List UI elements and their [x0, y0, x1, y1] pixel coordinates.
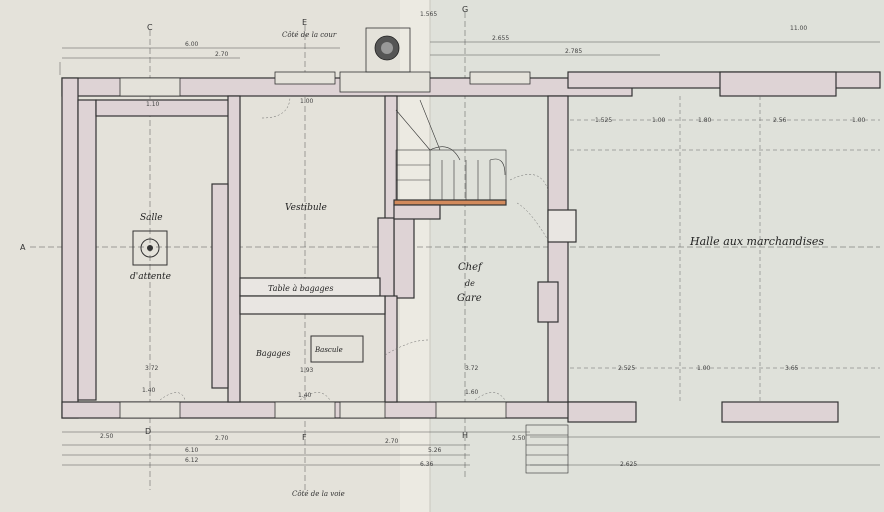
dim-top-6: 11.00: [790, 25, 807, 32]
dim-right-5: 1.00: [852, 117, 866, 124]
dim-inner-3: 3.72: [145, 365, 159, 372]
dim-top-4: 2.785: [565, 48, 582, 55]
waiting-room-label-2: d'attente: [130, 272, 171, 282]
door-swings: [159, 95, 549, 401]
axis-h-label: H: [462, 431, 468, 440]
bottom-dimension-lines: [62, 431, 880, 466]
right-dimension-lines: [570, 96, 880, 402]
courtyard-side-label: Côté de la cour: [282, 31, 337, 39]
street-side-label: Côté de la voie: [292, 490, 345, 498]
station-master-label-2: de: [465, 279, 475, 288]
dim-inner-4: 1.40: [142, 387, 156, 394]
axis-g-label: G: [462, 5, 468, 14]
goods-hall-label: Halle aux marchandises: [689, 235, 824, 248]
dim-top-5: 1.565: [420, 11, 437, 18]
wall-openings: [119, 71, 531, 419]
dim-top-2: 2.70: [215, 51, 229, 58]
axis-e-label: E: [302, 18, 307, 27]
axis-a-label: A: [20, 243, 26, 252]
dim-top-3: 2.655: [492, 35, 509, 42]
staircase: [395, 99, 507, 201]
dim-right-2: 1.00: [652, 117, 666, 124]
waiting-room-label-1: Salle: [140, 213, 163, 223]
dim-bottom-1: 2.50: [100, 433, 114, 440]
dim-top-1: 6.00: [185, 41, 199, 48]
dim-right-9: 2.625: [620, 461, 637, 468]
axis-f-label: F: [302, 433, 307, 442]
dim-right-7: 1.00: [697, 365, 711, 372]
dim-inner-7: 1.93: [300, 367, 314, 374]
dim-inner-6: 3.72: [465, 365, 479, 372]
dim-bottom-2: 2.70: [215, 435, 229, 442]
dim-bottom-5: 5.26: [428, 447, 442, 454]
baggage-label: Bagages: [255, 349, 291, 358]
dim-bottom-7: 6.12: [185, 457, 199, 464]
station-master-label-3: Gare: [457, 293, 482, 304]
dim-right-3: 1.80: [698, 117, 712, 124]
dim-inner-2: 1.10: [146, 101, 160, 108]
dim-inner-8: 1.60: [465, 389, 479, 396]
dim-right-4: 2.56: [773, 117, 787, 124]
dim-right-6: 2.525: [618, 365, 635, 372]
scale-platform: [310, 335, 364, 363]
dim-bottom-8: 6.36: [420, 461, 434, 468]
dim-bottom-4: 2.50: [512, 435, 526, 442]
dim-right-8: 3.65: [785, 365, 799, 372]
top-dimension-lines: [59, 41, 880, 75]
vestibule-label: Vestibule: [285, 203, 327, 213]
dim-bottom-3: 2.70: [385, 438, 399, 445]
stove-symbol: [132, 230, 168, 266]
scale-label: Bascule: [314, 346, 343, 354]
dim-inner-1: 1.00: [300, 98, 314, 105]
axis-c-label: C: [147, 23, 153, 32]
dim-right-1: 1.525: [595, 117, 612, 124]
axis-d-label: D: [145, 427, 151, 436]
baggage-table-label: Table à bagages: [268, 284, 334, 293]
courtyard-drain: [365, 27, 411, 73]
station-master-label-1: Chef: [458, 262, 484, 273]
dim-inner-5: 1.40: [298, 392, 312, 399]
dim-bottom-6: 6.10: [185, 447, 199, 454]
